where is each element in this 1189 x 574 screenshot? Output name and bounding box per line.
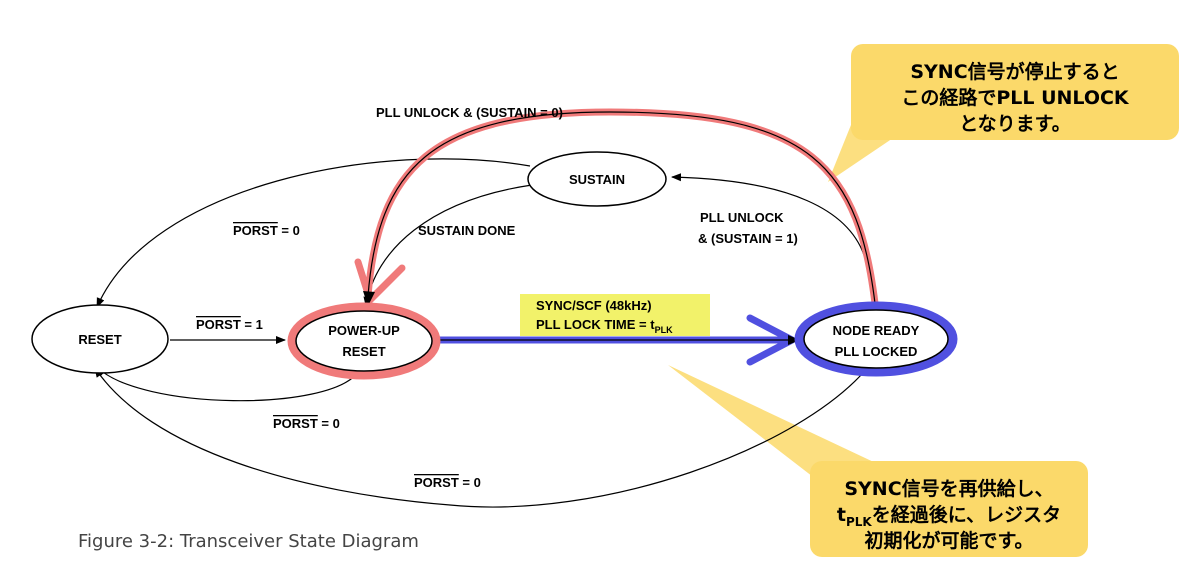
arrow-nodeready-to-reset bbox=[94, 364, 871, 508]
state-reset-shape bbox=[31, 304, 169, 374]
state-sustain-shape bbox=[527, 151, 667, 207]
sync-label-background bbox=[520, 294, 710, 336]
blue-sync-path bbox=[440, 314, 800, 366]
arrow-sustain-to-reset bbox=[96, 158, 531, 308]
state-power-up-reset: POWER-UP RESET bbox=[287, 302, 441, 380]
callout-top-line1: SYNC信号が停止すると bbox=[910, 60, 1119, 83]
label-sync-line1: SYNC/SCF (48kHz) bbox=[536, 298, 652, 313]
label-porst-eq1: PORST = 1 bbox=[196, 317, 263, 332]
black-unlock-arrowhead bbox=[363, 291, 375, 306]
state-node-ready-label-line1: NODE READY bbox=[833, 323, 920, 338]
callout-top-line3: となります。 bbox=[959, 113, 1071, 135]
porst-name: PORST bbox=[414, 475, 459, 490]
label-pll-unlock-sustain1-line2: & (SUSTAIN = 1) bbox=[698, 231, 798, 246]
porst-eq: = 0 bbox=[459, 475, 481, 490]
callout-bottom-t: t bbox=[837, 504, 846, 526]
porst-eq: = 1 bbox=[241, 317, 263, 332]
black-unlock-curve bbox=[367, 111, 877, 313]
arrow-nodeready-to-sustain bbox=[671, 173, 866, 259]
state-node-ready-shape bbox=[803, 309, 949, 369]
label-sustain-done: SUSTAIN DONE bbox=[418, 223, 516, 238]
state-node-ready-highlight bbox=[794, 301, 958, 377]
state-node-ready: NODE READY PLL LOCKED bbox=[794, 301, 958, 377]
red-path-curve bbox=[364, 108, 880, 313]
arrow-powerup-to-reset bbox=[96, 366, 359, 402]
callout-bottom-line2-rest: を経過後に、レジスタ bbox=[872, 503, 1061, 526]
label-porst-bottom1: PORST = 0 bbox=[273, 416, 340, 431]
figure-caption: Figure 3-2: Transceiver State Diagram bbox=[78, 531, 419, 552]
callout-top bbox=[828, 44, 1179, 182]
porst-eq: = 0 bbox=[318, 416, 340, 431]
callout-bottom-pointer bbox=[668, 365, 880, 490]
callout-bottom-line3: 初期化が可能です。 bbox=[864, 529, 1033, 552]
black-sync-arrowhead bbox=[788, 335, 800, 345]
callout-bottom-line2: tPLKを経過後に、レジスタ bbox=[837, 503, 1061, 529]
porst-name: PORST bbox=[196, 317, 241, 332]
state-sustain-label: SUSTAIN bbox=[569, 172, 625, 187]
callout-bottom bbox=[668, 365, 1088, 557]
sync-line2-sub: PLK bbox=[655, 325, 674, 335]
label-porst-top: PORST = 0 bbox=[233, 223, 300, 238]
state-power-up-highlight bbox=[287, 302, 441, 380]
state-reset-label: RESET bbox=[78, 332, 121, 347]
state-node-ready-label-line2: PLL LOCKED bbox=[835, 344, 918, 359]
label-pll-unlock-sustain0: PLL UNLOCK & (SUSTAIN = 0) bbox=[376, 105, 563, 120]
sync-line2-text: PLL LOCK TIME = t bbox=[536, 317, 655, 332]
callout-top-box bbox=[851, 44, 1179, 140]
porst-name: PORST bbox=[233, 223, 278, 238]
label-sync-line2: PLL LOCK TIME = tPLK bbox=[536, 317, 673, 335]
callout-bottom-box bbox=[810, 461, 1088, 557]
porst-eq: = 0 bbox=[278, 223, 300, 238]
callout-top-line2: この経路でPLL UNLOCK bbox=[901, 86, 1130, 109]
state-sustain: SUSTAIN bbox=[527, 151, 667, 207]
red-unlock-path bbox=[354, 108, 880, 313]
callout-bottom-line1: SYNC信号を再供給し、 bbox=[844, 477, 1053, 500]
label-porst-bottom2: PORST = 0 bbox=[414, 475, 481, 490]
state-power-up-label-line1: POWER-UP bbox=[328, 323, 400, 338]
label-pll-unlock-sustain1-line1: PLL UNLOCK bbox=[700, 210, 784, 225]
state-power-up-shape bbox=[295, 310, 433, 372]
porst-name: PORST bbox=[273, 416, 318, 431]
state-reset: RESET bbox=[31, 304, 169, 374]
callout-bottom-sub: PLK bbox=[846, 515, 872, 529]
state-power-up-label-line2: RESET bbox=[342, 344, 385, 359]
